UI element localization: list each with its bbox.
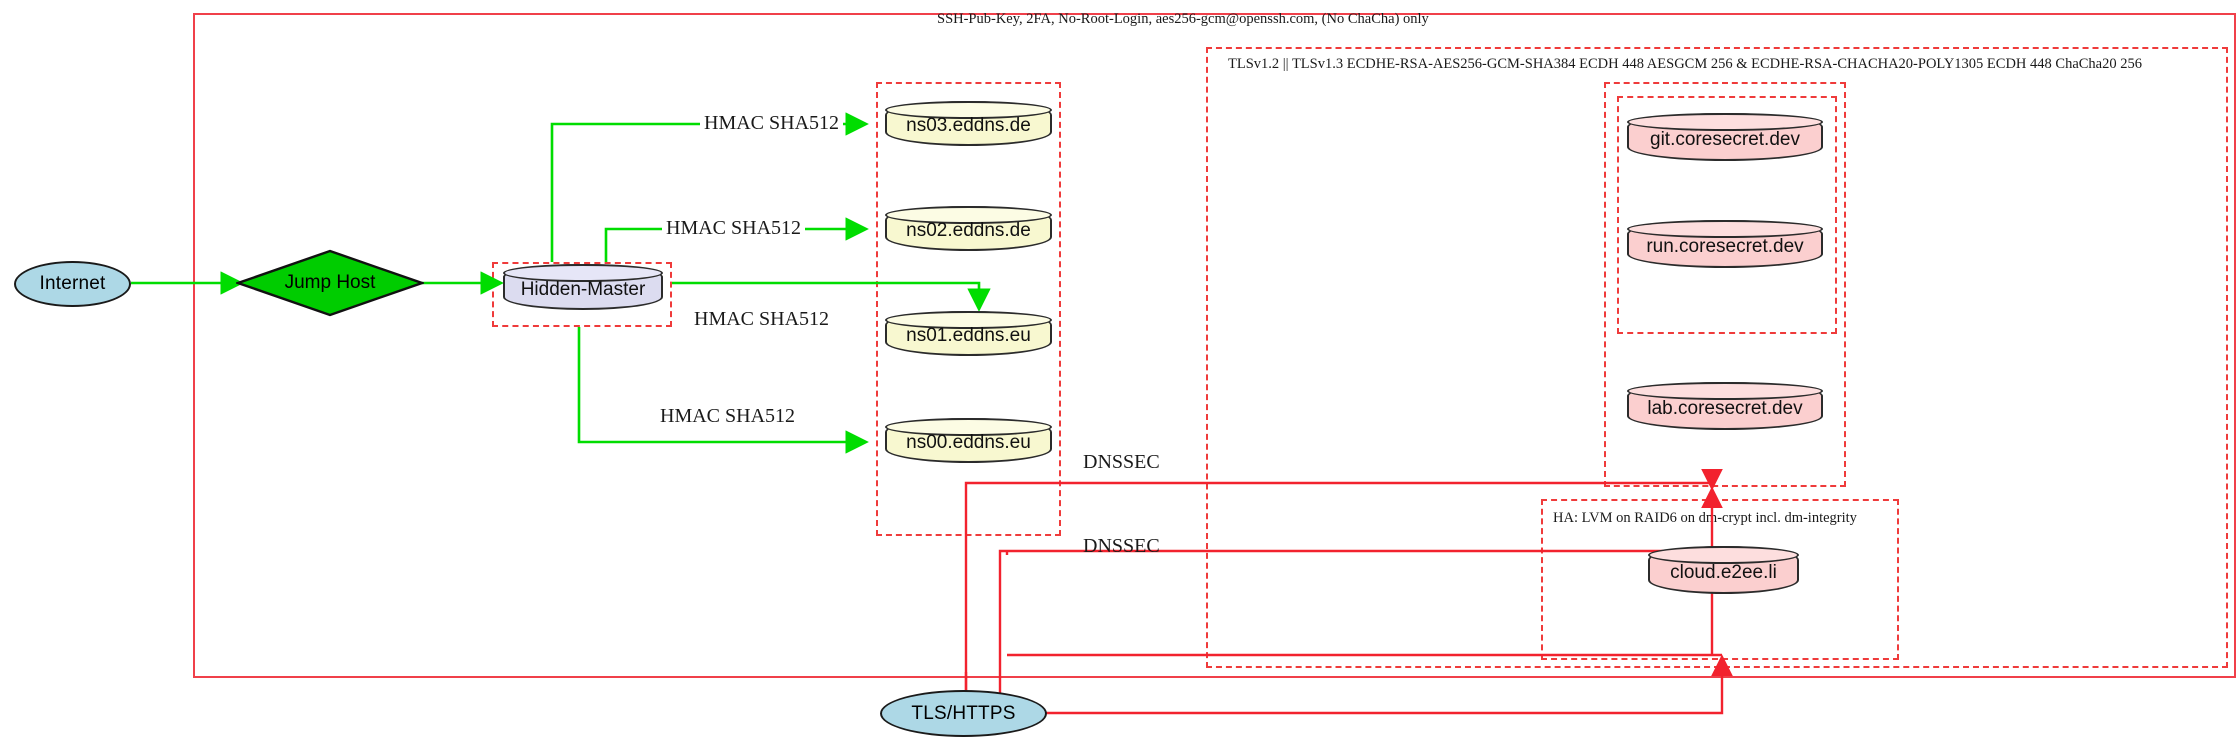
cylinder-cap [503,264,663,282]
node-lab-coresecret[interactable]: lab.coresecret.dev [1627,382,1823,430]
cluster-coresecret-inner [1617,96,1837,334]
edge-label-hmac-ns02: HMAC SHA512 [662,217,806,240]
node-ns02[interactable]: ns02.eddns.de [885,206,1052,251]
node-run-coresecret[interactable]: run.coresecret.dev [1627,220,1823,268]
cluster-ha-label: HA: LVM on RAID6 on dm-crypt incl. dm-in… [1553,510,1857,526]
node-ns01[interactable]: ns01.eddns.eu [885,311,1052,356]
node-cloud-e2ee-label: cloud.e2ee.li [1670,561,1777,583]
cylinder-cap [1648,546,1799,564]
node-lab-coresecret-label: lab.coresecret.dev [1647,397,1803,419]
node-ns03-label: ns03.eddns.de [906,115,1031,136]
cylinder-cap [885,311,1052,329]
cylinder-cap [885,418,1052,436]
node-ns02-label: ns02.eddns.de [906,220,1031,241]
node-run-coresecret-label: run.coresecret.dev [1646,235,1804,257]
cluster-ssh-label: SSH-Pub-Key, 2FA, No-Root-Login, aes256-… [937,11,1429,27]
edge-label-dnssec-lower: DNSSEC [1083,535,1160,557]
node-cloud-e2ee[interactable]: cloud.e2ee.li [1648,546,1799,594]
node-tls-https[interactable]: TLS/HTTPS [880,690,1047,737]
edge-label-hmac-ns00: HMAC SHA512 [656,405,800,428]
node-hidden-master-label: Hidden-Master [520,278,646,300]
cylinder-cap [1627,382,1823,400]
node-git-coresecret-label: git.coresecret.dev [1650,128,1800,150]
cylinder-cap [1627,113,1823,131]
node-ns00[interactable]: ns00.eddns.eu [885,418,1052,463]
cylinder-cap [885,101,1052,119]
node-git-coresecret[interactable]: git.coresecret.dev [1627,113,1823,161]
node-jump-host-label: Jump Host [284,272,376,293]
node-ns01-label: ns01.eddns.eu [906,325,1031,346]
cylinder-cap [1627,220,1823,238]
node-jump-host[interactable]: Jump Host [236,249,424,317]
edge-label-dnssec-upper: DNSSEC [1083,451,1160,473]
edge-label-hmac-ns03: HMAC SHA512 [700,112,844,135]
node-hidden-master[interactable]: Hidden-Master [503,264,663,310]
diamond-shape [236,249,424,317]
cluster-dns [876,82,1061,536]
node-internet-label: Internet [39,273,106,294]
cylinder-cap [885,206,1052,224]
node-tls-https-label: TLS/HTTPS [911,702,1016,724]
cluster-coresecret [1604,82,1846,487]
node-ns03[interactable]: ns03.eddns.de [885,101,1052,146]
edge-label-hmac-ns01: HMAC SHA512 [694,308,830,330]
node-ns00-label: ns00.eddns.eu [906,432,1031,453]
node-internet[interactable]: Internet [14,261,131,307]
cluster-tls-label: TLSv1.2 || TLSv1.3 ECDHE-RSA-AES256-GCM-… [1228,56,2142,72]
